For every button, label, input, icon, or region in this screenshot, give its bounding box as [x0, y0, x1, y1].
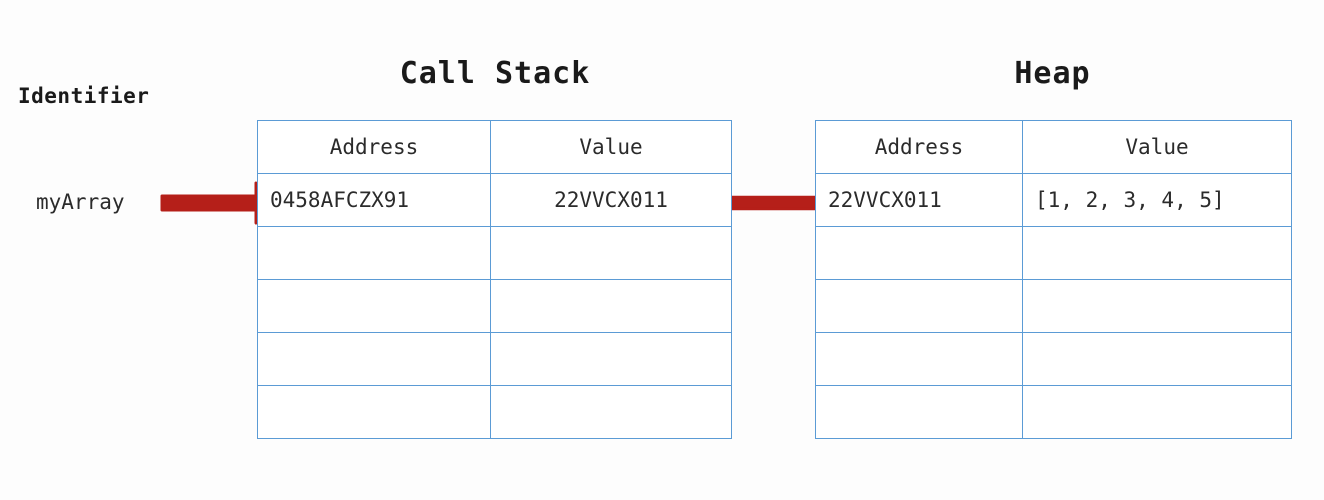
- stack-value-cell: [490, 385, 732, 439]
- heap-value-cell: [1022, 385, 1292, 439]
- heap-address-cell: [815, 385, 1023, 439]
- stack-value-cell: 22VVCX011: [490, 173, 732, 227]
- stack-value-cell: [490, 279, 732, 333]
- heap-title: Heap: [1014, 56, 1091, 91]
- column-header-address: Address: [815, 120, 1023, 174]
- heap-value-cell: [1022, 332, 1292, 386]
- stack-address-cell: [257, 385, 491, 439]
- stack-value-cell: [490, 226, 732, 280]
- table-row: 22VVCX011 [1, 2, 3, 4, 5]: [815, 173, 1292, 227]
- table-row: [815, 226, 1292, 280]
- stack-address-cell: [257, 279, 491, 333]
- heap-value-cell: [1, 2, 3, 4, 5]: [1022, 173, 1292, 227]
- call-stack-table: Address Value 0458AFCZX91 22VVCX011: [257, 120, 732, 439]
- column-header-value: Value: [1022, 120, 1292, 174]
- table-row: [815, 385, 1292, 439]
- table-row: [257, 332, 732, 386]
- table-row: [815, 279, 1292, 333]
- column-header-value: Value: [490, 120, 732, 174]
- table-header-row: Address Value: [815, 120, 1292, 174]
- column-header-address: Address: [257, 120, 491, 174]
- table-row: [257, 279, 732, 333]
- heap-value-cell: [1022, 279, 1292, 333]
- table-row: [257, 385, 732, 439]
- stack-address-cell: 0458AFCZX91: [257, 173, 491, 227]
- identifier-heading: Identifier: [18, 84, 150, 108]
- stack-address-cell: [257, 332, 491, 386]
- call-stack-title: Call Stack: [399, 56, 591, 91]
- heap-table: Address Value 22VVCX011 [1, 2, 3, 4, 5]: [815, 120, 1292, 439]
- heap-value-cell: [1022, 226, 1292, 280]
- table-row: [257, 226, 732, 280]
- heap-address-cell: [815, 226, 1023, 280]
- stack-value-cell: [490, 332, 732, 386]
- heap-address-cell: [815, 279, 1023, 333]
- heap-address-cell: 22VVCX011: [815, 173, 1023, 227]
- identifier-variable-name: myArray: [36, 190, 125, 214]
- table-row: 0458AFCZX91 22VVCX011: [257, 173, 732, 227]
- stack-address-cell: [257, 226, 491, 280]
- table-header-row: Address Value: [257, 120, 732, 174]
- table-row: [815, 332, 1292, 386]
- heap-address-cell: [815, 332, 1023, 386]
